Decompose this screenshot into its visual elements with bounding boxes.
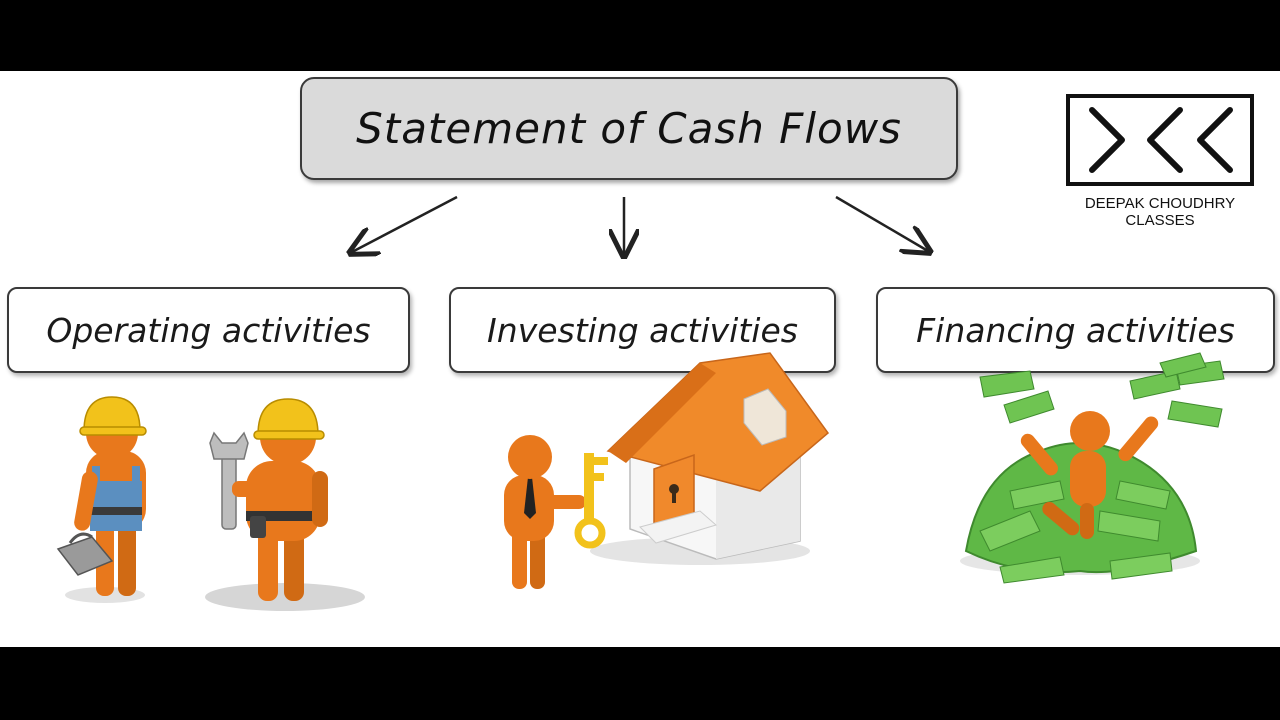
top-letterbox [0,0,1280,71]
logo-frame [1066,94,1254,186]
operating-activities-label: Operating activities [46,310,371,350]
financing-activities-box: Financing activities [876,287,1275,373]
two-workers-with-tools-icon [56,396,365,611]
arrow-to-operating [352,195,458,252]
diagram-canvas: Statement of Cash Flows DEEPAK CHOUDHRY … [0,71,1280,647]
title-box: Statement of Cash Flows [300,77,958,180]
person-in-money-pile-icon [960,352,1225,584]
diagram-title: Statement of Cash Flows [356,104,902,153]
illustrations [56,352,1225,611]
person-with-key-icon [504,435,608,589]
arrows [0,195,1280,647]
arrow-to-financing [835,195,928,251]
key-icon [574,453,608,549]
person-with-key-and-house-icon [504,352,830,589]
financing-activities-label: Financing activities [916,310,1235,350]
bottom-letterbox [0,647,1280,720]
operating-activities-box: Operating activities [7,287,410,373]
house-icon [606,352,830,560]
worker-with-wrench-icon [209,398,328,601]
worker-with-toolbox-icon [56,396,147,596]
brand-logo: DEEPAK CHOUDHRY CLASSES [1062,92,1258,229]
logo-monogram-icon [1089,107,1233,173]
celebrating-person-icon [1020,411,1159,539]
logo-caption: DEEPAK CHOUDHRY CLASSES [1084,195,1236,229]
investing-activities-label: Investing activities [487,310,798,350]
